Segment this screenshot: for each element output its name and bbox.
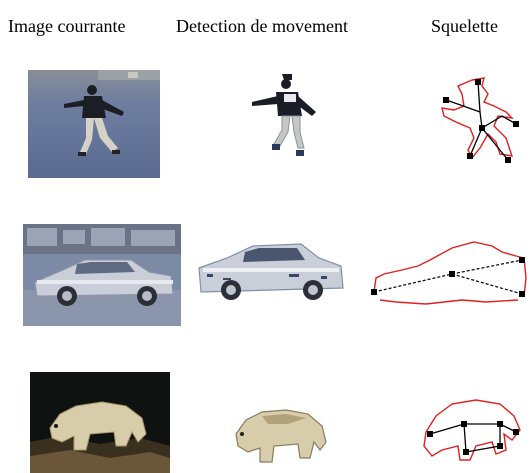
column-header-skeleton: Squelette	[431, 16, 498, 36]
person-frame-photo	[28, 70, 160, 178]
car-skeleton	[371, 241, 527, 305]
car-frame-photo	[23, 224, 181, 326]
bear-motion-mask	[235, 409, 327, 463]
person-skeleton	[441, 77, 519, 163]
column-header-current-image: Image courrante	[8, 16, 126, 36]
bear-skeleton	[423, 399, 521, 461]
person-motion-mask	[252, 74, 316, 156]
car-motion-mask	[198, 243, 344, 300]
column-header-motion-detection: Detection de movement	[176, 16, 348, 36]
bear-frame-photo	[30, 372, 170, 473]
